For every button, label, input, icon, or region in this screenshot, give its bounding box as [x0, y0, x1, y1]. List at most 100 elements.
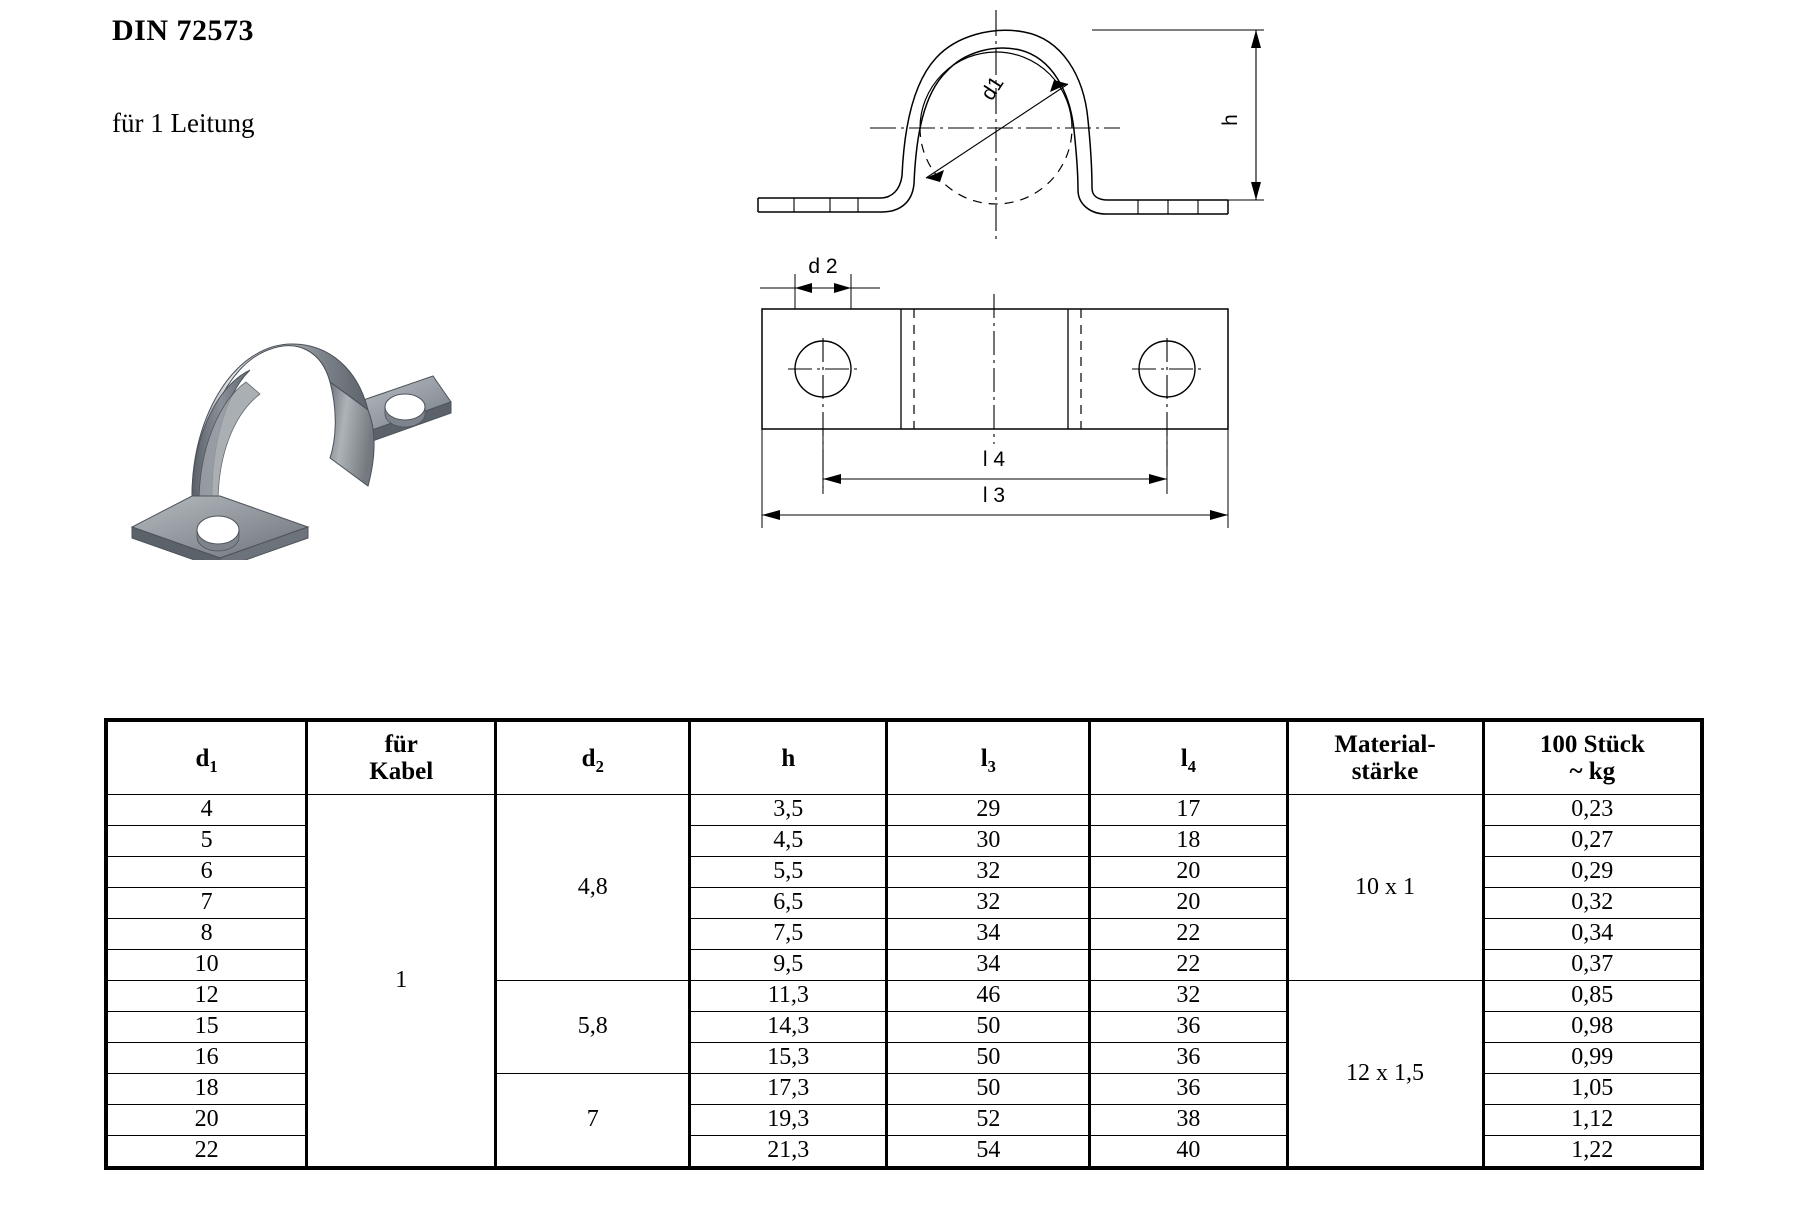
cell-h: 9,5: [688, 949, 888, 981]
cell-material: 10 x 1: [1285, 794, 1484, 981]
l4-label: l 4: [983, 448, 1006, 471]
cell-d1: 7: [105, 887, 308, 919]
cell-l3: 50: [885, 1042, 1091, 1074]
cell-h: 14,3: [688, 1011, 888, 1043]
cell-l3: 34: [885, 918, 1091, 950]
cell-kg: 0,85: [1481, 980, 1703, 1012]
spec-table: d1 für Kabel d2 h l3 l4: [104, 718, 1704, 1170]
cell-d1: 12: [105, 980, 308, 1012]
l3-label: l 3: [983, 484, 1005, 507]
cell-l4: 36: [1088, 1073, 1288, 1105]
right-hole: [1132, 338, 1202, 466]
cable-circle-dashed: [919, 127, 1073, 205]
cell-l3: 29: [885, 794, 1091, 826]
heading-block: DIN 72573 für 1 Leitung: [112, 14, 712, 139]
plan-outline: [761, 308, 1229, 430]
cell-l3: 32: [885, 887, 1091, 919]
col-header-d1: d1: [105, 719, 308, 795]
cell-d1: 16: [105, 1042, 308, 1074]
d1-dimension: d1: [925, 72, 1069, 182]
cell-kg: 1,22: [1481, 1135, 1703, 1169]
cell-l3: 52: [885, 1104, 1091, 1136]
cell-l4: 32: [1088, 980, 1288, 1012]
isometric-clamp-render: [100, 290, 480, 570]
cell-l4: 22: [1088, 918, 1288, 950]
cell-d1: 8: [105, 918, 308, 950]
clamp-outer-profile: [758, 29, 1228, 201]
cell-h: 6,5: [688, 887, 888, 919]
cell-l4: 20: [1088, 887, 1288, 919]
col-header-l3: l3: [885, 719, 1091, 795]
h-label: h: [1219, 114, 1242, 126]
h-dimension: h: [1092, 29, 1264, 201]
cell-d1: 15: [105, 1011, 308, 1043]
l3-dimension: l 3: [761, 429, 1229, 528]
cell-d1: 20: [105, 1104, 308, 1136]
col-header-kg: 100 Stück ~ kg: [1481, 719, 1703, 795]
cell-kg: 0,37: [1481, 949, 1703, 981]
iso-arch: [191, 343, 375, 506]
col-header-kabel: für Kabel: [305, 719, 497, 795]
cell-kg: 0,23: [1481, 794, 1703, 826]
cell-h: 4,5: [688, 825, 888, 857]
cell-kabel: 1: [305, 794, 497, 1169]
cell-h: 21,3: [688, 1135, 888, 1169]
cell-l3: 32: [885, 856, 1091, 888]
cell-kg: 1,12: [1481, 1104, 1703, 1136]
cell-l3: 30: [885, 825, 1091, 857]
d2-label: d 2: [808, 255, 837, 278]
cell-h: 3,5: [688, 794, 888, 826]
cell-d1: 6: [105, 856, 308, 888]
cell-l4: 17: [1088, 794, 1288, 826]
cell-kg: 1,05: [1481, 1073, 1703, 1105]
cell-h: 17,3: [688, 1073, 888, 1105]
iso-right-foot: [345, 375, 452, 445]
cell-l4: 36: [1088, 1011, 1288, 1043]
cell-l3: 50: [885, 1011, 1091, 1043]
cell-h: 15,3: [688, 1042, 888, 1074]
page-subtitle: für 1 Leitung: [112, 108, 255, 138]
cell-l4: 40: [1088, 1135, 1288, 1169]
table-header: d1 für Kabel d2 h l3 l4: [105, 719, 1703, 795]
cable-circle-solid: [919, 51, 1073, 129]
cell-l4: 20: [1088, 856, 1288, 888]
cell-l4: 22: [1088, 949, 1288, 981]
cell-l4: 18: [1088, 825, 1288, 857]
cell-l3: 34: [885, 949, 1091, 981]
cell-h: 11,3: [688, 980, 888, 1012]
d2-dimension: d 2: [760, 255, 880, 309]
cell-l4: 36: [1088, 1042, 1288, 1074]
cell-h: 5,5: [688, 856, 888, 888]
top-view-clamp-plan: d 2 l 4 l 3: [740, 250, 1300, 550]
cell-kg: 0,98: [1481, 1011, 1703, 1043]
cell-l3: 54: [885, 1135, 1091, 1169]
clamp-inner-profile: [758, 47, 1228, 215]
cell-kg: 0,99: [1481, 1042, 1703, 1074]
cell-d2: 4,8: [494, 794, 691, 981]
cell-d1: 10: [105, 949, 308, 981]
cell-d1: 5: [105, 825, 308, 857]
cell-kg: 0,27: [1481, 825, 1703, 857]
col-header-d2: d2: [494, 719, 691, 795]
cell-material: 12 x 1,5: [1285, 980, 1484, 1169]
cell-d1: 18: [105, 1073, 308, 1105]
cell-h: 7,5: [688, 918, 888, 950]
cell-d2: 7: [494, 1073, 691, 1169]
cell-d1: 4: [105, 794, 308, 826]
spec-table-container: d1 für Kabel d2 h l3 l4: [104, 718, 1704, 1170]
col-header-l4: l4: [1088, 719, 1288, 795]
cell-kg: 0,32: [1481, 887, 1703, 919]
cell-l3: 46: [885, 980, 1091, 1012]
page-title: DIN 72573: [112, 14, 255, 47]
